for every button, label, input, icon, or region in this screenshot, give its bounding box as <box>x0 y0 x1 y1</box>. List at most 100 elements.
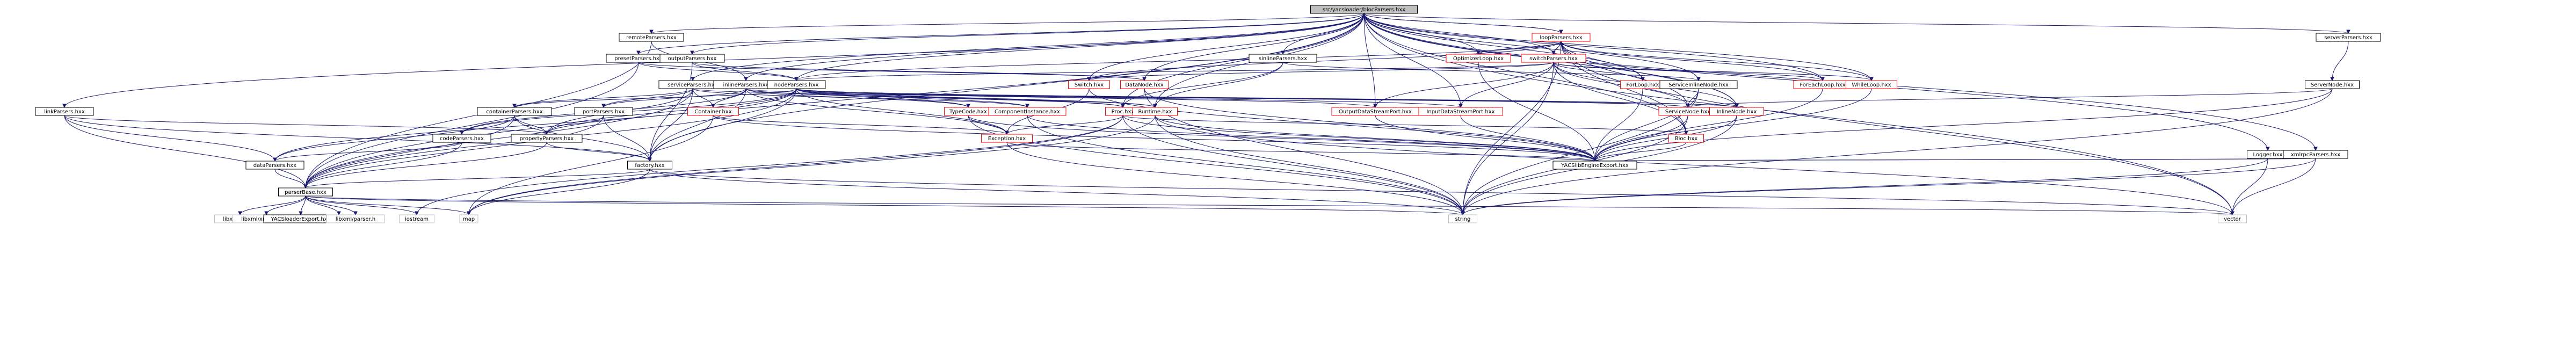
arrow-head-icon <box>966 104 970 108</box>
edge-linkParsers-to-dataParsers <box>64 115 277 162</box>
edge-line <box>1594 88 1823 162</box>
edge-line <box>1155 62 1283 108</box>
edge-line <box>649 88 797 162</box>
edge-parserBase-to-vector <box>305 195 2234 216</box>
arrow-head-icon <box>1142 77 1146 82</box>
arrow-head-icon <box>545 130 549 135</box>
edge-line <box>2232 158 2316 215</box>
node-root[interactable]: src/yacsloader/blocParsers.hxx <box>1310 5 1418 14</box>
node-port-parsers[interactable]: portParsers.hxx <box>574 107 633 116</box>
arrow-head-icon <box>2266 147 2270 151</box>
node-data-node[interactable]: DataNode.hxx <box>1120 80 1169 89</box>
node-inline-node[interactable]: InlineNode.hxx <box>1709 107 1764 116</box>
node-for-each-loop[interactable]: ForEachLoop.hxx <box>1793 80 1852 89</box>
edge-line <box>1122 115 1687 135</box>
node-box <box>1120 80 1169 89</box>
edge-line <box>1089 88 1595 162</box>
node-box <box>278 187 333 197</box>
node-remote-parsers[interactable]: remoteParsers.hxx <box>619 33 684 42</box>
node-output-parsers[interactable]: outputParsers.hxx <box>659 54 725 63</box>
node-runtime[interactable]: Runtime.hxx <box>1133 107 1178 116</box>
edge-line <box>64 115 650 162</box>
node-label: InlineNode.hxx <box>1717 109 1757 115</box>
node-sinline-parsers[interactable]: sinlineParsers.hxx <box>1249 54 1317 63</box>
node-server-parsers[interactable]: serverParsers.hxx <box>2316 33 2381 42</box>
node-property-parsers[interactable]: propertyParsers.hxx <box>511 134 583 143</box>
node-yacslib-engine-export[interactable]: YACSlibEngineExport.hxx <box>1552 161 1637 170</box>
node-container[interactable]: Container.hxx <box>687 107 739 116</box>
edge-line <box>651 13 1365 34</box>
node-label: ServiceNode.hxx <box>1665 109 1710 115</box>
node-box <box>2218 214 2247 223</box>
node-for-loop[interactable]: ForLoop.hxx <box>1620 80 1665 89</box>
edge-line <box>305 142 462 188</box>
node-component-instance[interactable]: ComponentInstance.hxx <box>988 107 1066 116</box>
node-container-parsers[interactable]: containerParsers.hxx <box>477 107 552 116</box>
edge-Runtime-to-vector <box>1155 115 2234 216</box>
node-label: linkParsers.hxx <box>44 109 85 115</box>
edge-line <box>1122 13 1365 108</box>
node-code-parsers[interactable]: codeParsers.hxx <box>432 134 491 143</box>
node-loop-parsers[interactable]: loopParsers.hxx <box>1532 33 1591 42</box>
edge-line <box>796 88 1028 108</box>
edge-ForEachLoop-to-YACSlibEngineExport <box>1593 88 1823 162</box>
arrow-head-icon <box>1593 157 1597 162</box>
arrow-head-icon <box>353 211 358 216</box>
edge-codeParsers-to-parserBase <box>303 142 462 189</box>
edge-line <box>305 115 604 188</box>
edge-line <box>1363 13 2349 34</box>
node-service-inline-node[interactable]: ServiceInlineNode.hxx <box>1659 80 1738 89</box>
arrow-head-icon <box>467 211 471 216</box>
edge-nodeParsers-to-Runtime <box>796 88 1157 108</box>
arrow-head-icon <box>299 211 303 216</box>
node-type-code[interactable]: TypeCode.hxx <box>944 107 992 116</box>
node-bloc[interactable]: Bloc.hxx <box>1668 134 1704 143</box>
edge-line <box>1155 115 1463 215</box>
edge-line <box>796 88 1461 108</box>
arrow-head-icon <box>1684 130 1688 135</box>
node-label: Switch.hxx <box>1075 82 1104 88</box>
edge-Proc-to-Exception <box>1005 115 1123 135</box>
node-label: inlineParsers.hxx <box>723 82 768 88</box>
node-box <box>35 107 94 116</box>
node-service-parsers[interactable]: serviceParsers.hxx <box>658 80 727 89</box>
node-box <box>659 54 725 63</box>
arrow-head-icon <box>649 30 654 34</box>
node-link-parsers[interactable]: linkParsers.hxx <box>35 107 94 116</box>
node-data-parsers[interactable]: dataParsers.hxx <box>245 161 304 170</box>
node-node-parsers[interactable]: nodeParsers.hxx <box>767 80 826 89</box>
node-factory[interactable]: factory.hxx <box>627 161 672 170</box>
node-label: vector <box>2224 216 2241 222</box>
node-service-node[interactable]: ServiceNode.hxx <box>1658 107 1717 116</box>
node-box <box>1668 134 1704 143</box>
node-proc[interactable]: Proc.hxx <box>1105 107 1141 116</box>
edge-line <box>64 115 547 135</box>
edge-parserBase-to-libxml_tree <box>238 195 306 216</box>
node-switch[interactable]: Switch.hxx <box>1068 80 1110 89</box>
edge-line <box>1561 41 1643 81</box>
node-yacsloader-export[interactable]: YACSloaderExport.hxx <box>263 214 338 223</box>
node-server-node[interactable]: ServerNode.hxx <box>2305 80 2360 89</box>
edge-line <box>796 62 1554 81</box>
node-input-data-stream-port[interactable]: InputDataStreamPort.hxx <box>1418 107 1503 116</box>
edge-line <box>546 142 650 162</box>
node-parser-base[interactable]: parserBase.hxx <box>278 187 333 197</box>
node-while-loop[interactable]: WhileLoop.hxx <box>1846 80 1897 89</box>
node-label: ForLoop.hxx <box>1627 82 1659 88</box>
node-exception[interactable]: Exception.hxx <box>981 134 1033 143</box>
node-xmlrpc-parsers[interactable]: xmlrpcParsers.hxx <box>2283 150 2348 159</box>
edge-switchParsers-to-ForLoop <box>1553 62 1645 82</box>
node-optimizer-loop[interactable]: OptimizerLoop.hxx <box>1446 54 1511 63</box>
arrow-head-icon <box>1362 12 1366 17</box>
node-logger[interactable]: Logger.hxx <box>2247 150 2289 159</box>
edge-root-to-outputParsers <box>690 13 1365 55</box>
edge-presetParsers-to-parserBase <box>303 62 639 189</box>
edge-line <box>546 88 797 135</box>
node-box <box>477 107 552 116</box>
node-switch-parsers[interactable]: switchParsers.hxx <box>1521 54 1586 63</box>
edge-linkParsers-to-parserBase <box>64 115 308 189</box>
arrow-head-icon <box>1153 104 1157 108</box>
node-output-data-stream-port[interactable]: OutputDataStreamPort.hxx <box>1331 107 1419 116</box>
node-box <box>1418 107 1503 116</box>
edge-line <box>305 62 639 188</box>
